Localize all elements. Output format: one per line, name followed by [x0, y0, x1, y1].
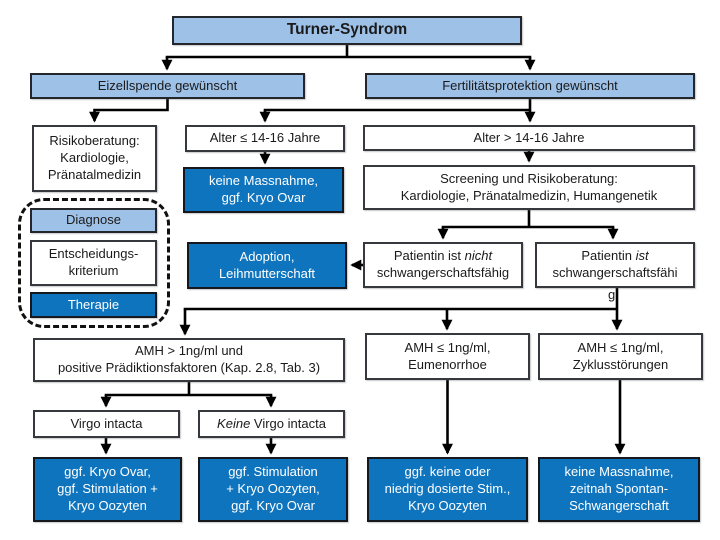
legend-box — [18, 198, 170, 328]
node-keine-virgo-intacta: Keine Virgo intacta — [198, 410, 345, 438]
legend-line: kriterium — [68, 263, 119, 278]
node-outcome-stimulation-kryo-oozyten: ggf. Stimulation + Kryo Oozyten, ggf. Kr… — [198, 457, 348, 522]
node-eizellspende: Eizellspende gewünscht — [30, 73, 305, 99]
node-outcome-kryo-ovar-stimulation: ggf. Kryo Ovar, ggf. Stimulation + Kryo … — [33, 457, 182, 522]
legend-item-entscheidungskriterium: Entscheidungs- kriterium — [30, 240, 157, 286]
node-line: Kardiologie, Pränatalmedizin, Humangenet… — [400, 187, 658, 203]
node-line: schwangerschaftsfähi — [552, 265, 678, 280]
node-line: AMH ≤ 1ng/ml, — [577, 339, 664, 355]
node-line: Patientin ist nicht — [394, 248, 492, 265]
node-text-italic: nicht — [464, 248, 493, 264]
node-text: Patientin — [581, 248, 636, 264]
node-alter-gt-14-16: Alter > 14-16 Jahre — [363, 125, 695, 151]
node-line: + Kryo Oozyten, — [226, 481, 320, 497]
node-line: Zyklusstörungen — [572, 356, 669, 372]
node-line: ggf. Kryo Ovar — [231, 497, 315, 513]
node-line: AMH ≤ 1ng/ml, — [404, 339, 491, 355]
node-text: Virgo intacta — [250, 415, 326, 431]
node-line: Screening und Risikoberatung: — [440, 170, 618, 186]
node-line: Adoption, — [239, 248, 295, 264]
node-text-italic: ist — [635, 248, 649, 264]
node-line: ggf. Stimulation + — [57, 481, 158, 497]
node-label: Virgo intacta — [70, 415, 143, 431]
node-line: Kryo Oozyten — [408, 497, 487, 513]
node-line: ggf. Kryo Ovar — [221, 190, 306, 205]
node-line: positive Prädiktionsfaktoren (Kap. 2.8, … — [57, 360, 321, 375]
node-fertilitaetsprotektion: Fertilitätsprotektion gewünscht — [365, 73, 695, 99]
node-keine-massnahme-kryo-ovar: keine Massnahme, ggf. Kryo Ovar — [183, 167, 344, 213]
node-label: Alter > 14-16 Jahre — [473, 129, 585, 145]
node-line: ggf. Kryo Ovar, — [64, 464, 151, 480]
node-line: Keine Virgo intacta — [217, 416, 326, 433]
legend-label: Diagnose — [66, 212, 121, 228]
node-line: niedrig dosierte Stim., — [384, 481, 511, 497]
node-label: Eizellspende gewünscht — [97, 77, 238, 93]
node-line: AMH > 1ng/ml und — [134, 343, 244, 359]
node-alter-le-14-16: Alter ≤ 14-16 Jahre — [185, 125, 345, 152]
node-line: keine Massnahme, — [208, 173, 319, 189]
node-adoption-leihmutterschaft: Adoption, Leihmutterschaft — [187, 242, 347, 289]
node-outcome-niedrig-dosierte-stimulation: ggf. keine oder niedrig dosierte Stim., … — [367, 457, 528, 522]
legend-line: Entscheidungs- — [48, 246, 139, 262]
node-line: ggf. keine oder — [404, 464, 491, 480]
node-patientin-ist-schwangerschaftsfaehig: Patientin ist schwangerschaftsfähi — [535, 242, 695, 288]
node-amh-niedrig-zyklusstoerungen: AMH ≤ 1ng/ml, Zyklusstörungen — [538, 333, 703, 380]
node-amh-hoch-praediktionsfaktoren: AMH > 1ng/ml und positive Prädiktionsfak… — [33, 338, 345, 382]
node-line: Kryo Oozyten — [68, 497, 147, 513]
wrapped-letter-g: g — [608, 287, 616, 302]
legend-item-diagnose: Diagnose — [30, 208, 157, 233]
node-label: Alter ≤ 14-16 Jahre — [209, 130, 321, 146]
node-line: Kardiologie, — [60, 150, 129, 166]
node-text: Patientin ist — [393, 248, 465, 264]
node-outcome-spontan-schwangerschaft: keine Massnahme, zeitnah Spontan- Schwan… — [538, 457, 700, 522]
node-line: ggf. Stimulation — [228, 464, 318, 480]
node-line: schwangerschaftsfähig — [376, 265, 510, 280]
node-patientin-nicht-schwangerschaftsfaehig: Patientin ist nicht schwangerschaftsfähi… — [363, 242, 523, 288]
node-line: Pränatalmedizin — [47, 166, 142, 182]
node-line: Risikoberatung: — [49, 133, 140, 149]
node-label: Turner-Syndrom — [286, 21, 408, 39]
legend-item-therapie: Therapie — [30, 292, 157, 318]
node-risikoberatung: Risikoberatung: Kardiologie, Pränatalmed… — [32, 125, 157, 192]
node-virgo-intacta: Virgo intacta — [33, 410, 180, 438]
node-line: Schwangerschaft — [569, 497, 669, 513]
node-label: Fertilitätsprotektion gewünscht — [442, 77, 618, 93]
node-turner-syndrom: Turner-Syndrom — [172, 16, 522, 45]
node-line: keine Massnahme, — [564, 464, 674, 480]
node-amh-niedrig-eumenorrhoe: AMH ≤ 1ng/ml, Eumenorrhoe — [365, 333, 530, 380]
node-line: Eumenorrhoe — [408, 356, 487, 372]
node-screening-risikoberatung: Screening und Risikoberatung: Kardiologi… — [363, 165, 695, 210]
legend-label: Therapie — [67, 296, 120, 312]
node-text-italic: Keine — [217, 415, 251, 431]
node-line: zeitnah Spontan- — [569, 481, 669, 497]
node-line: Patientin ist — [581, 248, 648, 265]
node-line: Leihmutterschaft — [218, 265, 316, 281]
